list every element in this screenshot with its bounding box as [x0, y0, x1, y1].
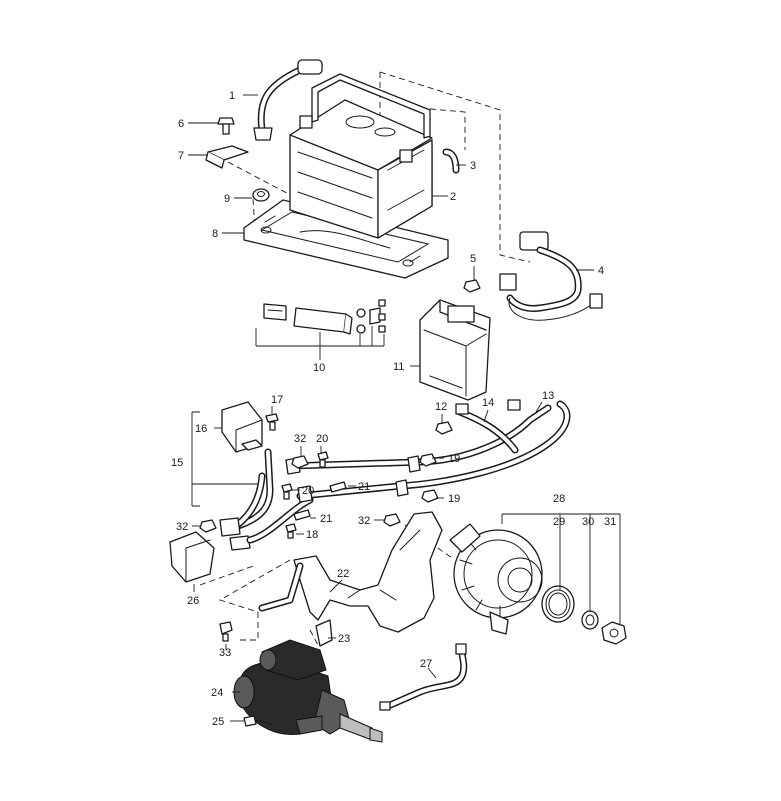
callout-17: 17: [271, 394, 283, 406]
callout-20a: 20: [316, 433, 328, 445]
callout-19a: 19: [448, 453, 460, 465]
nut-19b: [421, 489, 439, 503]
callout-19b: 19: [448, 493, 460, 505]
callout-32c: 32: [358, 515, 370, 527]
callout-2: 2: [450, 191, 456, 203]
callout-18: 18: [306, 529, 318, 541]
nut-19a: [419, 453, 437, 467]
bolt-20b: [281, 483, 293, 500]
callout-31: 31: [604, 516, 616, 528]
callout-21b: 21: [320, 513, 332, 525]
callout-32a: 32: [294, 433, 306, 445]
washer-23: [315, 619, 333, 647]
callout-6: 6: [178, 118, 184, 130]
callout-30: 30: [582, 516, 594, 528]
control-unit-11: [419, 299, 491, 401]
nut-32c: [383, 513, 401, 527]
callout-20b: 20: [302, 485, 314, 497]
callout-13: 13: [542, 390, 554, 402]
leader-lines: [188, 94, 621, 722]
callout-1: 1: [229, 90, 235, 102]
bracket-7: [205, 145, 249, 169]
callout-23: 23: [338, 633, 350, 645]
washer-30: [581, 610, 599, 630]
clip-21a: [329, 481, 347, 493]
pulley-29: [541, 585, 575, 623]
callout-22: 22: [337, 568, 349, 580]
cable-27: [379, 643, 468, 711]
nut-32a: [291, 455, 309, 469]
nut-33: [219, 621, 233, 642]
vent-hose-3: [442, 148, 460, 174]
battery-tray: [243, 199, 449, 279]
callout-10: 10: [313, 362, 325, 374]
callout-12: 12: [435, 401, 447, 413]
callout-4: 4: [598, 265, 604, 277]
callouts: 1 2 3 4 5 6 7 8 9 10 11 12 13 14 15 16 1…: [171, 90, 616, 728]
clip-21b: [293, 509, 311, 521]
callout-14: 14: [482, 397, 494, 409]
callout-26: 26: [187, 595, 199, 607]
callout-27: 27: [420, 658, 432, 670]
nut-31: [601, 621, 627, 645]
bolt-6: [217, 117, 235, 135]
callout-9: 9: [224, 193, 230, 205]
callout-8: 8: [212, 228, 218, 240]
small-parts-kit-10: [255, 299, 386, 360]
callout-24: 24: [211, 687, 223, 699]
bolt-20a: [317, 451, 329, 468]
cable-13-14: [285, 399, 571, 503]
bracket-22: [293, 511, 443, 633]
assembly-dashed-lines: [199, 71, 531, 646]
battery: [289, 73, 433, 239]
callout-29: 29: [553, 516, 565, 528]
holder-16: [221, 401, 263, 453]
nut-32b: [199, 519, 217, 533]
callout-11: 11: [393, 361, 404, 373]
callout-33: 33: [219, 647, 231, 659]
callout-28: 28: [553, 493, 565, 505]
callout-21a: 21: [358, 481, 370, 493]
cable-bracket: [258, 562, 304, 612]
terminal-cover-26: [169, 531, 215, 583]
callout-7: 7: [178, 150, 184, 162]
nut-9: [252, 188, 270, 202]
bolt-25: [243, 715, 273, 727]
bolt-17: [265, 413, 279, 431]
alternator-28: [449, 523, 543, 635]
callout-3: 3: [470, 160, 476, 172]
cable-harness-4: [499, 231, 603, 321]
callout-15: 15: [171, 457, 183, 469]
callout-16: 16: [195, 423, 207, 435]
callout-25: 25: [212, 716, 224, 728]
nut-5: [463, 279, 481, 293]
callout-32b: 32: [176, 521, 188, 533]
callout-5: 5: [470, 253, 476, 265]
starter-24: [233, 639, 383, 743]
nut-12: [435, 421, 453, 435]
bolt-18: [285, 523, 297, 539]
ground-cable: [253, 59, 323, 141]
battery-cable-15: [191, 411, 314, 551]
